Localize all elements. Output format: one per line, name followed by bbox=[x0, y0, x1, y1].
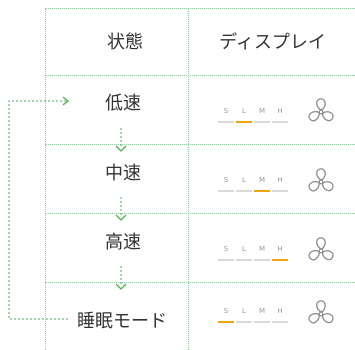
arrow-icon bbox=[115, 145, 127, 152]
arrow-icon bbox=[115, 283, 127, 290]
level-bar bbox=[218, 259, 234, 261]
level-bar bbox=[236, 190, 252, 192]
level-label: H bbox=[277, 245, 283, 253]
level-label: L bbox=[242, 245, 246, 253]
level-label: M bbox=[258, 107, 266, 115]
fan-icon bbox=[308, 237, 334, 261]
level-bar-active bbox=[272, 259, 288, 261]
level-bar bbox=[254, 321, 270, 323]
arrow-icon bbox=[115, 214, 127, 221]
fan-icon bbox=[308, 98, 334, 122]
level-label: S bbox=[223, 107, 229, 115]
level-bar bbox=[218, 190, 234, 192]
mode-label: 低速 bbox=[105, 93, 141, 114]
level-bar bbox=[272, 321, 288, 323]
fan-icon bbox=[308, 300, 334, 324]
level-bar bbox=[272, 121, 288, 123]
level-bar bbox=[236, 321, 252, 323]
mode-label: 中速 bbox=[105, 163, 141, 184]
level-bar-active bbox=[236, 121, 252, 123]
header-display: ディスプレイ bbox=[219, 32, 326, 53]
row-divider bbox=[45, 144, 355, 145]
level-bar bbox=[272, 190, 288, 192]
row-divider bbox=[45, 282, 355, 283]
level-label: L bbox=[242, 307, 246, 315]
level-label: S bbox=[223, 176, 229, 184]
arrow-icon bbox=[62, 96, 70, 106]
level-label: M bbox=[258, 245, 266, 253]
level-label: M bbox=[258, 176, 266, 184]
table-left-border bbox=[45, 8, 46, 350]
level-bar bbox=[236, 259, 252, 261]
mode-label: 睡眠モード bbox=[77, 311, 167, 332]
level-label: H bbox=[277, 107, 283, 115]
level-bar-active bbox=[218, 321, 234, 323]
mode-label: 高速 bbox=[105, 232, 141, 253]
level-bar bbox=[254, 259, 270, 261]
level-label: L bbox=[242, 176, 246, 184]
level-label: S bbox=[223, 245, 229, 253]
loop-back-line bbox=[8, 100, 68, 320]
row-divider bbox=[45, 213, 355, 214]
level-bar bbox=[254, 121, 270, 123]
level-bar bbox=[218, 121, 234, 123]
level-label: H bbox=[277, 176, 283, 184]
level-bar-active bbox=[254, 190, 270, 192]
level-label: M bbox=[258, 307, 266, 315]
level-label: H bbox=[277, 307, 283, 315]
table-column-divider bbox=[188, 8, 189, 350]
level-label: S bbox=[223, 307, 229, 315]
table-top-border bbox=[45, 8, 355, 9]
level-label: L bbox=[242, 107, 246, 115]
row-divider bbox=[45, 75, 355, 76]
fan-icon bbox=[308, 168, 334, 192]
header-state: 状態 bbox=[107, 32, 143, 53]
